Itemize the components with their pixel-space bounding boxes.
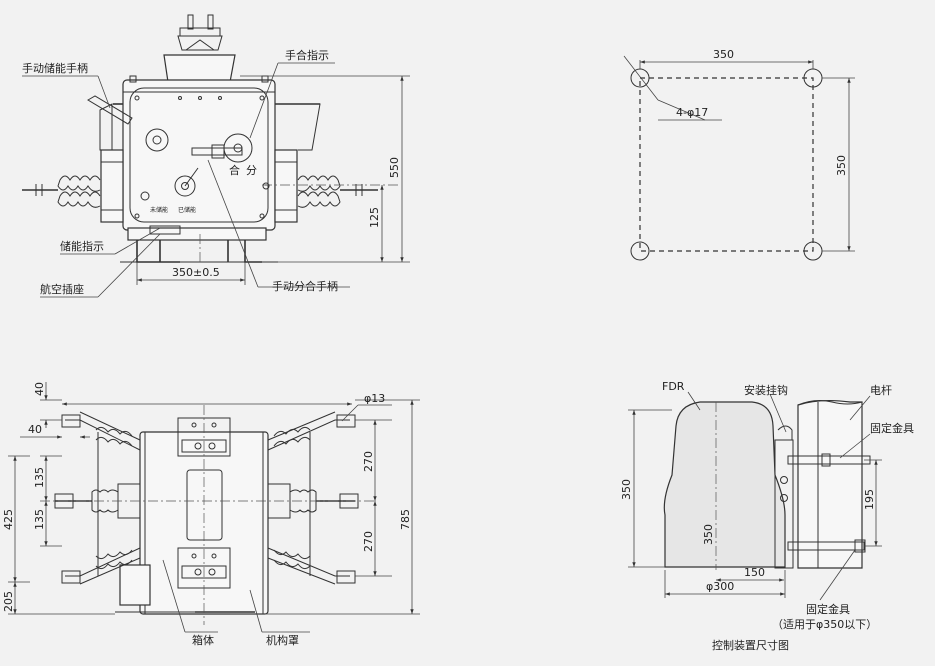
dim-bottom-205: 205 [2, 591, 15, 612]
label-fixing-fitting-bottom: 固定金具 [806, 602, 850, 616]
panel-stored-text: 已储能 [178, 206, 196, 214]
label-fixing-fitting: 固定金具 [870, 421, 914, 435]
label-manual-open-close-handle: 手动分合手柄 [272, 279, 338, 293]
top-terminal [163, 14, 236, 83]
fdr-cabinet [663, 401, 786, 568]
label-fdr: FDR [662, 380, 685, 393]
label-manual-storage-handle: 手动储能手柄 [22, 61, 88, 75]
front-view: 合 分 未储能 已储能 [22, 14, 410, 298]
dim-550: 550 [388, 157, 401, 178]
dim-bottom-425: 425 [2, 509, 15, 530]
dim-control-195: 195 [863, 489, 876, 510]
dim-control-inner-350: 350 [702, 524, 715, 545]
dim-bottom-40a: 40 [33, 382, 46, 396]
label-storage-indicator: 储能指示 [60, 239, 104, 253]
bolts [134, 95, 265, 219]
dim-control-phi300: φ300 [706, 580, 734, 593]
panel-not-stored-text: 未储能 [150, 206, 168, 214]
dim-hole-height: 350 [835, 155, 848, 176]
bottom-view: 40 40 135 135 425 205 270 270 785 φ13 [2, 382, 420, 647]
dim-hole-spec: 4-φ17 [676, 106, 708, 119]
panel-close-text: 合 [229, 163, 240, 177]
panel-open-text: 分 [246, 164, 257, 177]
label-pole: 电杆 [870, 383, 892, 397]
left-bushing [22, 149, 124, 223]
dim-350-tolerance: 350±0.5 [172, 266, 220, 279]
dim-bottom-135b: 135 [33, 509, 46, 530]
dim-bottom-270a: 270 [362, 451, 375, 472]
dim-control-150: 150 [744, 566, 765, 579]
label-mechanism-cover: 机构罩 [266, 633, 299, 647]
right-bushing [274, 149, 378, 223]
label-hook: 安装挂钩 [744, 383, 788, 397]
label-manual-close-indicator: 手合指示 [285, 48, 329, 62]
hole-view: 350 350 4-φ17 [623, 48, 855, 261]
label-applicable: （适用于φ350以下） [772, 618, 877, 631]
front-leaders [22, 62, 350, 298]
pole [797, 399, 863, 569]
dim-125: 125 [368, 207, 381, 228]
control-view: 350 350 150 φ300 195 FDR 安装挂钩 电杆 固定金具 固定… [620, 380, 914, 652]
dim-bottom-phi13: φ13 [364, 392, 385, 405]
dim-bottom-270b: 270 [362, 531, 375, 552]
storage-handle [87, 95, 133, 125]
dim-bottom-785: 785 [399, 509, 412, 530]
hole-bl [630, 241, 650, 261]
dim-bottom-135a: 135 [33, 467, 46, 488]
dim-bottom-40b: 40 [28, 423, 42, 436]
label-box: 箱体 [192, 633, 214, 647]
dim-hole-width: 350 [713, 48, 734, 61]
caption-control-device: 控制装置尺寸图 [712, 638, 789, 652]
dim-control-350: 350 [620, 479, 633, 500]
label-aviation-socket: 航空插座 [40, 282, 84, 296]
